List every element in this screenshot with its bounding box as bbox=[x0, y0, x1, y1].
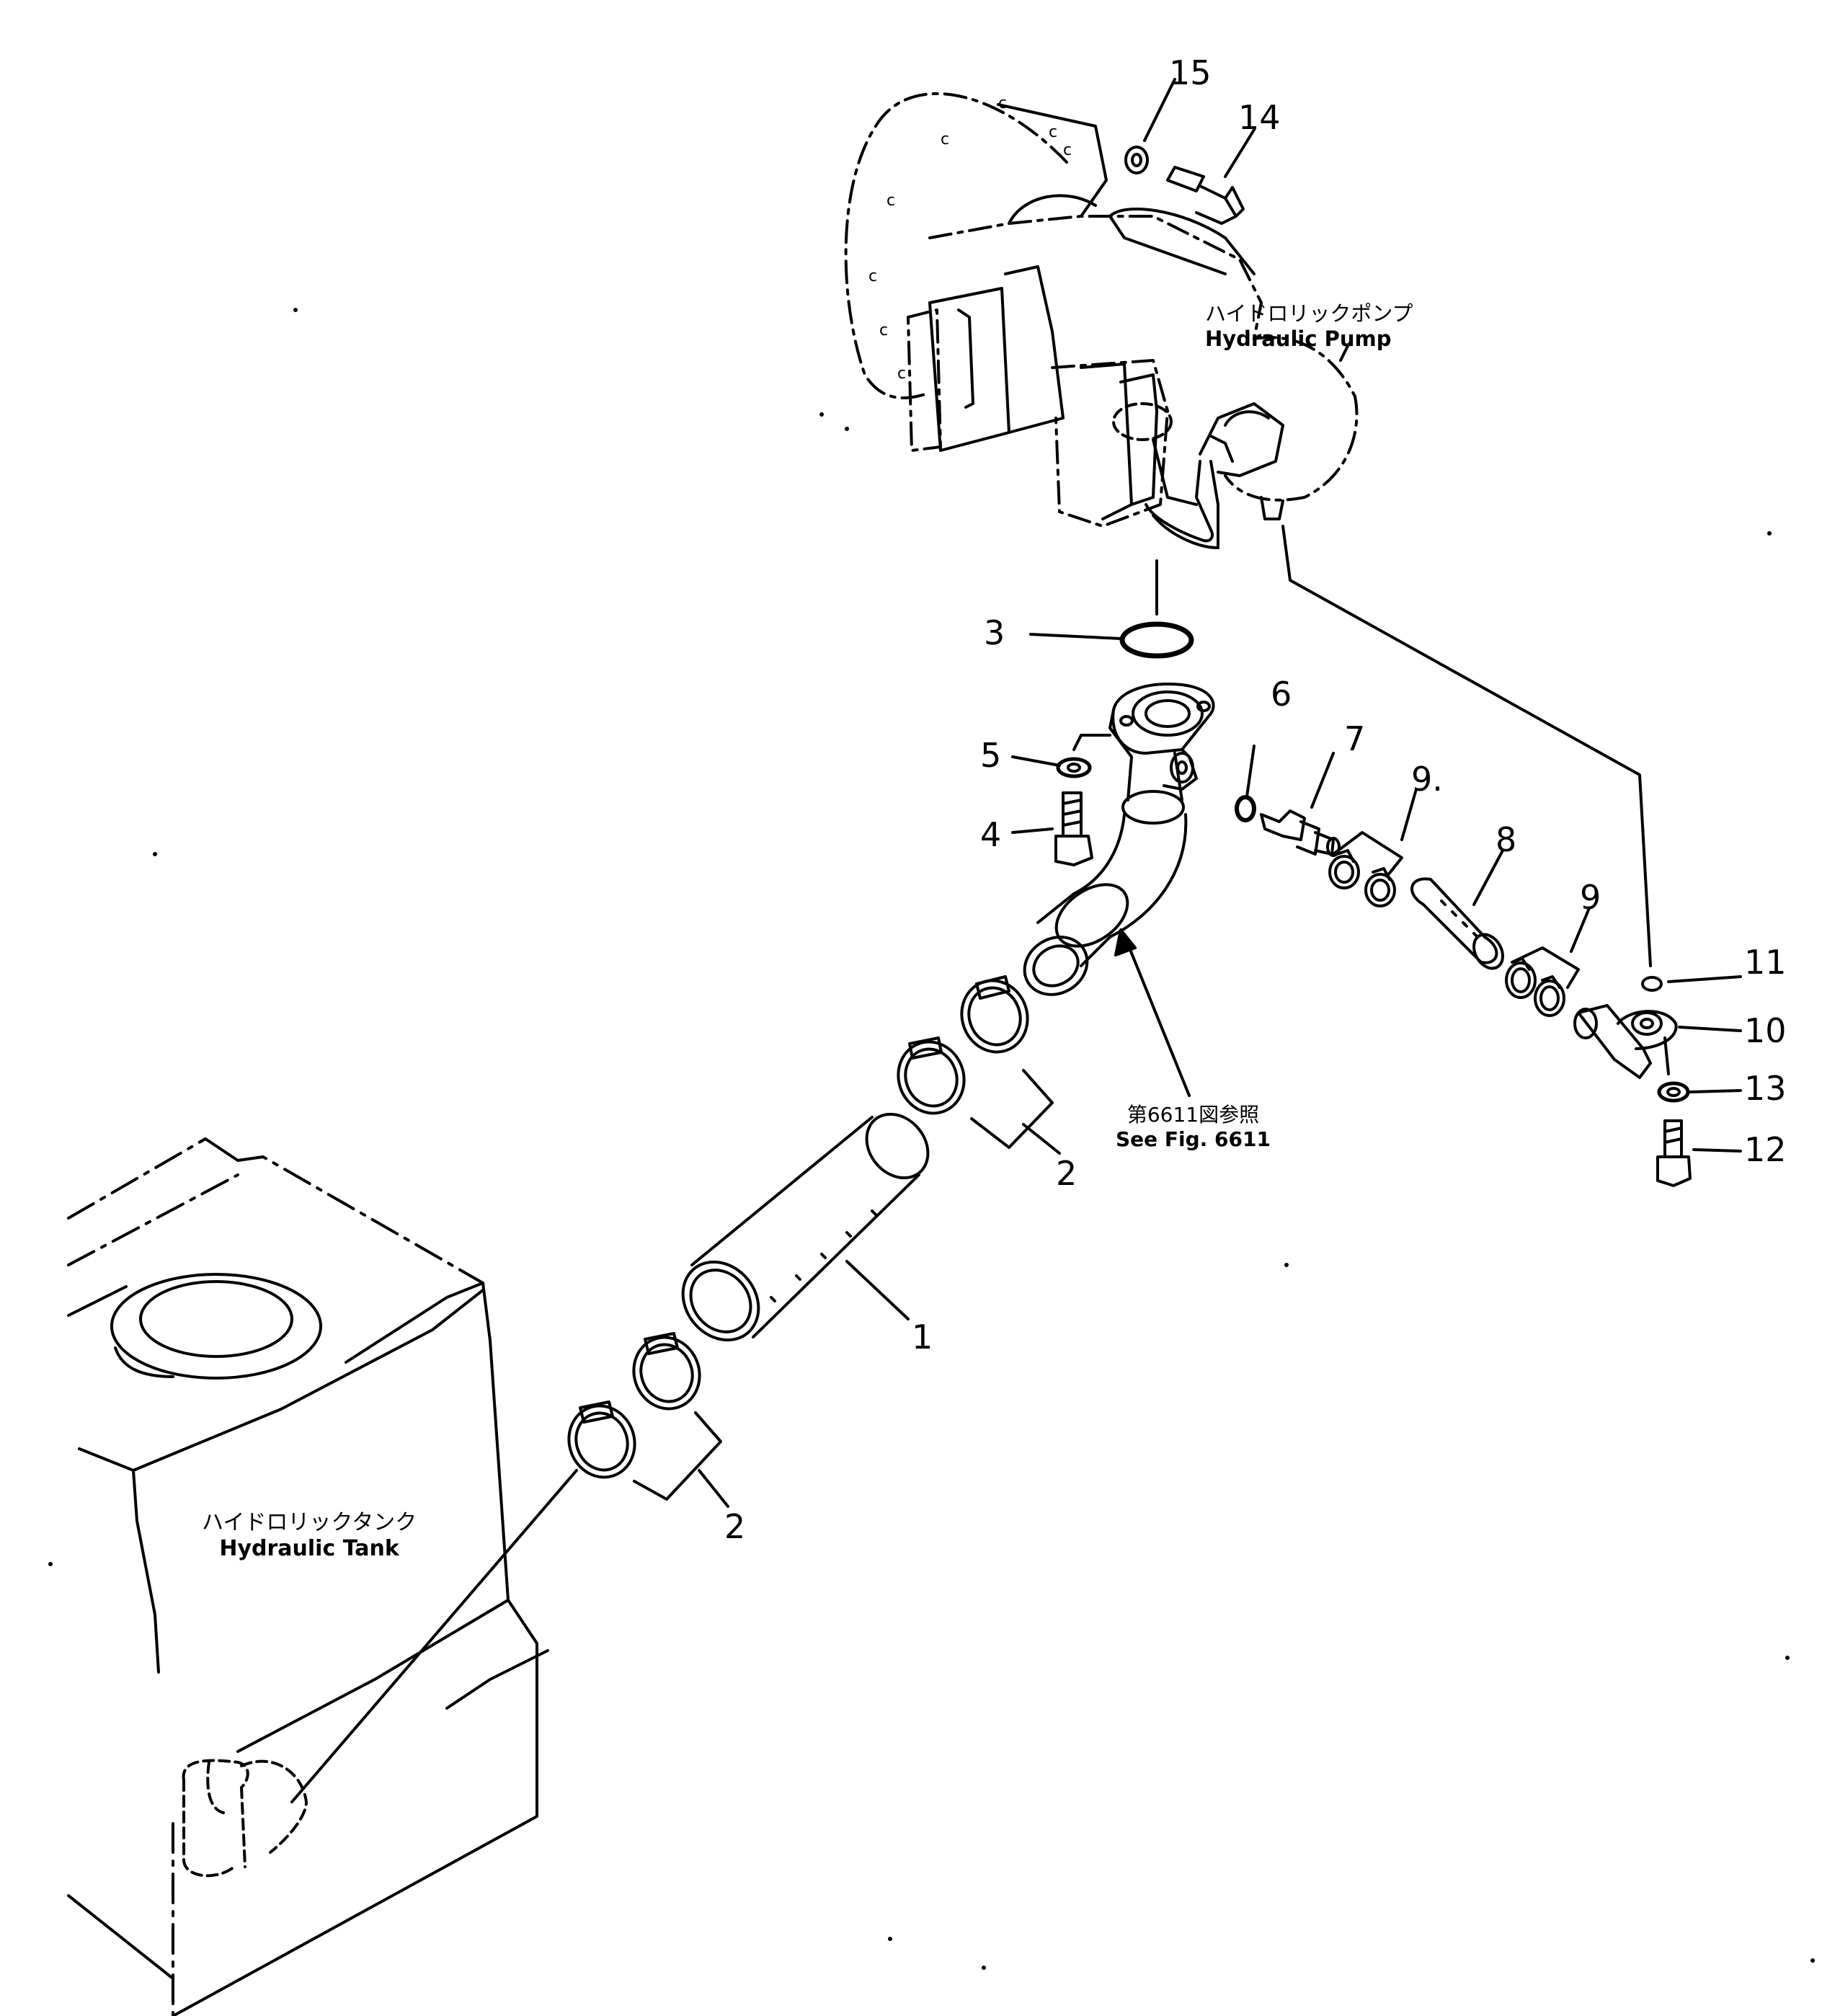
pump-label: ハイドロリックポンプ Hydraulic Pump bbox=[1205, 301, 1413, 352]
callout-15: 15 bbox=[1169, 53, 1212, 92]
callout-9-lower: 9 bbox=[1580, 878, 1601, 917]
part-6-o-ring bbox=[1235, 795, 1256, 822]
callout-2-upper: 2 bbox=[1056, 1154, 1077, 1193]
part-2-clamps-upper bbox=[897, 975, 1061, 1155]
see-fig-label-jp: 第6611図参照 bbox=[1126, 1103, 1260, 1127]
part-12-bolt bbox=[1656, 1119, 1742, 1187]
part-2-clamps-lower bbox=[567, 1332, 729, 1508]
hydraulic-tank bbox=[67, 1137, 549, 2016]
tank-label-jp: ハイドロリックタンク bbox=[202, 1510, 417, 1535]
svg-text:c: c bbox=[868, 267, 877, 285]
part-7-nipple bbox=[1260, 752, 1341, 857]
callout-14: 14 bbox=[1238, 98, 1281, 137]
callout-2-lower: 2 bbox=[724, 1507, 746, 1546]
svg-text:c: c bbox=[998, 94, 1007, 112]
part-13-washer bbox=[1657, 1081, 1690, 1103]
part-3-o-ring bbox=[1119, 621, 1194, 659]
see-fig-label-en: See Fig. 6611 bbox=[1116, 1127, 1271, 1151]
svg-text:c: c bbox=[941, 130, 949, 148]
part-8-hose bbox=[1410, 849, 1504, 970]
svg-text:c: c bbox=[879, 321, 888, 339]
part-1-hose bbox=[681, 1112, 930, 1342]
part-9-clamps-lower bbox=[1505, 907, 1591, 1017]
callout-8: 8 bbox=[1496, 820, 1517, 859]
see-fig-label: 第6611図参照 See Fig. 6611 bbox=[1116, 1103, 1271, 1151]
callout-5: 5 bbox=[980, 736, 1002, 775]
svg-text:c: c bbox=[886, 192, 895, 210]
callout-10: 10 bbox=[1744, 1011, 1787, 1050]
suction-elbow bbox=[1023, 683, 1215, 996]
callout-1: 1 bbox=[912, 1318, 933, 1356]
hydraulic-pump: c c c c c c c c bbox=[844, 92, 1359, 549]
callout-6: 6 bbox=[1271, 675, 1292, 714]
tank-label-en: Hydraulic Tank bbox=[219, 1536, 399, 1561]
part-15-washer bbox=[1124, 146, 1149, 174]
pump-label-en: Hydraulic Pump bbox=[1205, 326, 1392, 351]
pump-label-jp: ハイドロリックポンプ bbox=[1205, 301, 1413, 326]
part-9-clamps-upper bbox=[1328, 788, 1418, 907]
part-10-flange-elbow bbox=[1573, 1004, 1742, 1079]
part-11-o-ring bbox=[1641, 976, 1663, 992]
callout-9-upper: 9. bbox=[1411, 760, 1443, 799]
callout-13: 13 bbox=[1744, 1069, 1787, 1108]
callout-11: 11 bbox=[1744, 943, 1787, 982]
callout-4: 4 bbox=[980, 815, 1002, 854]
callout-3: 3 bbox=[984, 613, 1005, 652]
part-14-bolt bbox=[1166, 128, 1256, 225]
svg-text:c: c bbox=[897, 365, 906, 383]
scan-dots bbox=[48, 308, 1815, 1970]
part-5-washer bbox=[1056, 757, 1092, 778]
svg-text:c: c bbox=[1063, 141, 1072, 159]
part-4-bolt bbox=[1054, 791, 1093, 866]
svg-text:c: c bbox=[1049, 123, 1057, 141]
callout-12: 12 bbox=[1744, 1130, 1787, 1169]
callout-7: 7 bbox=[1344, 719, 1366, 758]
tank-label: ハイドロリックタンク Hydraulic Tank bbox=[202, 1510, 417, 1562]
